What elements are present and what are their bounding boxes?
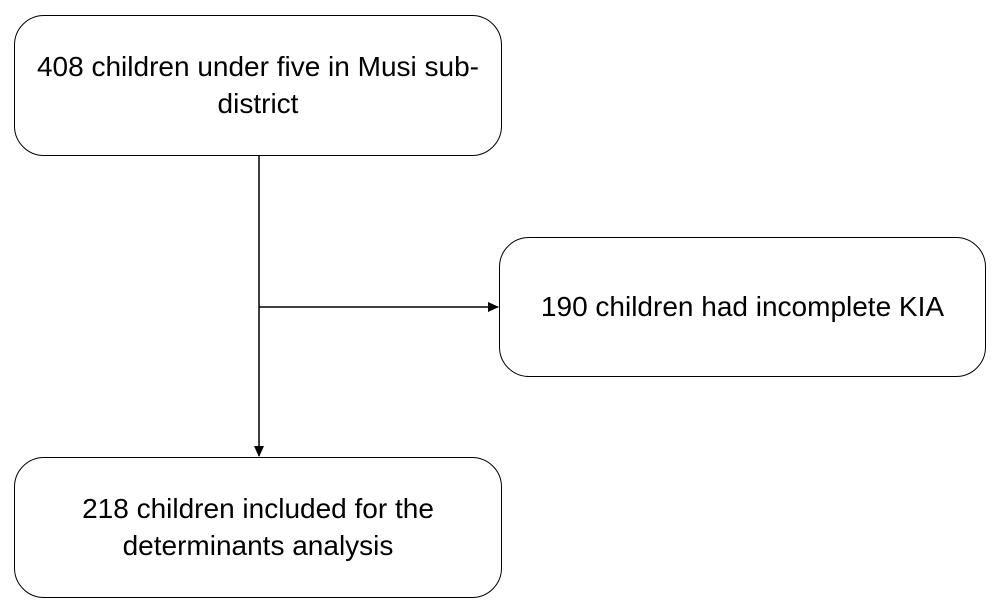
- node-excluded-label: 190 children had incomplete KIA: [540, 290, 945, 322]
- node-excluded: 190 children had incomplete KIA: [499, 237, 986, 377]
- node-included: 218 children included for the determinan…: [14, 457, 502, 598]
- node-included-label: 218 children included for the determinan…: [82, 493, 434, 561]
- node-start-label: 408 children under five in Musi sub-dist…: [36, 51, 479, 119]
- node-start: 408 children under five in Musi sub-dist…: [14, 15, 502, 156]
